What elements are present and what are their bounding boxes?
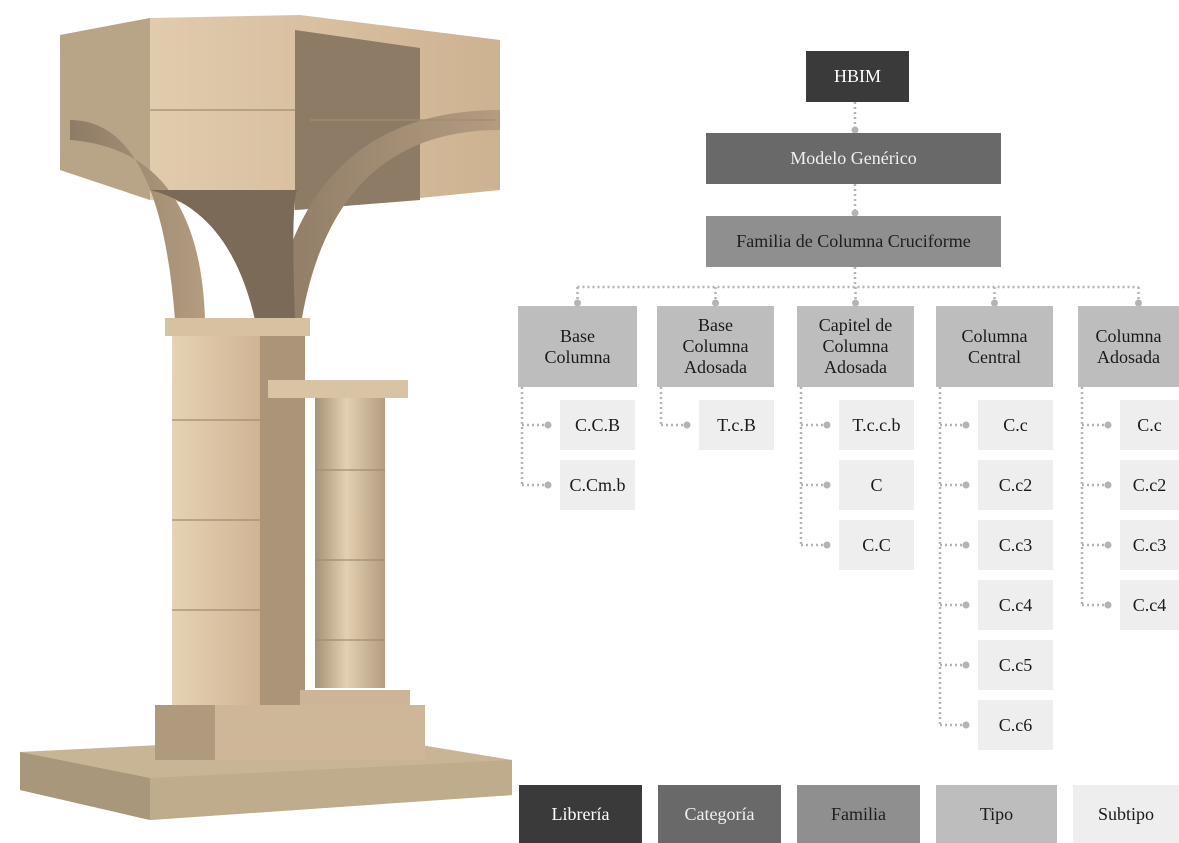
- connector-dot: [1104, 481, 1112, 489]
- node-subtipo: C.C.B: [560, 400, 635, 450]
- connector-dot: [823, 541, 831, 549]
- main-pier: [172, 320, 267, 710]
- node-subtipo: C.c6: [978, 700, 1053, 750]
- node-subtipo: T.c.B: [699, 400, 774, 450]
- connector-dot: [1104, 541, 1112, 549]
- connector-dot: [962, 661, 970, 669]
- connector-dot: [823, 481, 831, 489]
- connector-dot: [823, 421, 831, 429]
- node-subtipo: C.c2: [1120, 460, 1179, 510]
- connector-dot: [1135, 299, 1142, 307]
- connector-dot: [1104, 421, 1112, 429]
- node-subtipo: C.c3: [1120, 520, 1179, 570]
- connector-dot: [962, 481, 970, 489]
- node-subtipo: C: [839, 460, 914, 510]
- node-tipo: Base Columna: [518, 306, 637, 387]
- node-subtipo: C.C: [839, 520, 914, 570]
- node-tipo: Columna Adosada: [1078, 306, 1179, 387]
- node-subtipo: C.c4: [1120, 580, 1179, 630]
- connector-dot: [962, 601, 970, 609]
- connector-dot: [962, 421, 970, 429]
- node-subtipo: C.c2: [978, 460, 1053, 510]
- connector-dot: [544, 481, 552, 489]
- legend-subtipo: Subtipo: [1073, 785, 1179, 843]
- node-subtipo: C.c: [1120, 400, 1179, 450]
- connector-dot: [851, 126, 859, 134]
- connector-dot: [712, 299, 719, 307]
- left-arch: [70, 120, 205, 320]
- node-subtipo: C.c: [978, 400, 1053, 450]
- connector-dot: [683, 421, 691, 429]
- node-familia: Familia de Columna Cruciforme: [706, 216, 1001, 267]
- node-tipo: Base Columna Adosada: [657, 306, 774, 387]
- connector-dot: [962, 541, 970, 549]
- node-subtipo: T.c.c.b: [839, 400, 914, 450]
- legend-libreria: Librería: [519, 785, 642, 843]
- column-capital: [268, 380, 408, 398]
- node-categoria: Modelo Genérico: [706, 133, 1001, 184]
- connector-dot: [574, 299, 581, 307]
- node-subtipo: C.c5: [978, 640, 1053, 690]
- connector-dot: [852, 299, 859, 307]
- connector-dot: [991, 299, 998, 307]
- cruciform-pillar-illustration: [20, 15, 512, 820]
- connector-dot: [1104, 601, 1112, 609]
- legend-familia: Familia: [797, 785, 920, 843]
- node-tipo: Columna Central: [936, 306, 1053, 387]
- node-subtipo: C.c4: [978, 580, 1053, 630]
- connector-dot: [962, 721, 970, 729]
- connector-dot: [851, 209, 859, 217]
- node-subtipo: C.Cm.b: [560, 460, 635, 510]
- connector-dot: [544, 421, 552, 429]
- node-libreria: HBIM: [806, 51, 909, 102]
- node-tipo: Capitel de Columna Adosada: [797, 306, 914, 387]
- node-subtipo: C.c3: [978, 520, 1053, 570]
- legend-categoria: Categoría: [658, 785, 781, 843]
- legend-tipo: Tipo: [936, 785, 1057, 843]
